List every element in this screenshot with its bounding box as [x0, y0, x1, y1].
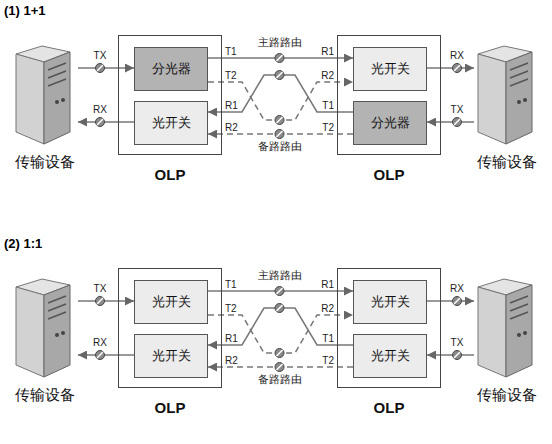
- optical-switch-box: 光开关: [134, 334, 208, 378]
- fiber-connector: [78, 121, 134, 123]
- connector-label: TX: [94, 50, 107, 62]
- unit-label: OLP: [338, 166, 440, 183]
- fiber-connector-symbol: [96, 297, 105, 306]
- port-name: T2: [322, 122, 334, 134]
- box-label: 光开关: [371, 293, 410, 311]
- fiber-connector: [78, 354, 134, 356]
- optical-switch-box: 光开关: [134, 101, 208, 145]
- optical-switch-box: 光开关: [134, 280, 208, 324]
- connector-label: 备路路由: [258, 140, 302, 154]
- splitter-box: 分光器: [134, 47, 208, 91]
- port-name: R1: [225, 333, 238, 345]
- server-icon: [474, 40, 540, 150]
- optical-switch-box: 光开关: [353, 334, 427, 378]
- box-label: 分光器: [152, 60, 191, 78]
- connector-label: TX: [94, 283, 107, 295]
- device-label: 传输设备: [2, 153, 88, 172]
- port-name: T2: [225, 303, 237, 315]
- box-label: 光开关: [371, 347, 410, 365]
- fiber-connector-symbol: [96, 351, 105, 360]
- box-label: 光开关: [152, 114, 191, 132]
- port-name: T1: [225, 279, 237, 291]
- server-icon: [12, 40, 78, 150]
- connector-label: TX: [451, 337, 464, 349]
- device-label: 传输设备: [464, 153, 550, 172]
- port-name: T2: [322, 355, 334, 367]
- box-label: 光开关: [371, 60, 410, 78]
- fiber-connector: [427, 67, 474, 69]
- fiber-connector: [78, 67, 134, 69]
- fiber-connector: [427, 354, 474, 356]
- fiber-connector: [208, 82, 353, 120]
- device-label: 传输设备: [464, 386, 550, 405]
- server-icon: [12, 273, 78, 383]
- port-name: T2: [225, 70, 237, 82]
- fiber-connector-symbol: [453, 64, 462, 73]
- fiber-connector-symbol: [275, 71, 284, 80]
- port-name: T1: [225, 46, 237, 58]
- fiber-connector-symbol: [453, 351, 462, 360]
- fiber-connector: [427, 121, 474, 123]
- port-name: R1: [321, 279, 334, 291]
- fiber-connector-symbol: [275, 349, 284, 358]
- fiber-connector-symbol: [275, 287, 284, 296]
- connector-label: 主路路由: [258, 36, 302, 50]
- connector-label: 主路路由: [258, 269, 302, 283]
- transmission-device: 传输设备: [474, 40, 540, 172]
- connector-label: RX: [450, 50, 464, 62]
- fiber-connector-symbol: [453, 297, 462, 306]
- port-name: T1: [322, 333, 334, 345]
- olp-unit: OLP光开关光开关: [337, 268, 441, 388]
- splitter-box: 分光器: [353, 101, 427, 145]
- port-name: R2: [225, 122, 238, 134]
- fiber-connector: [427, 300, 474, 302]
- box-label: 光开关: [152, 347, 191, 365]
- port-name: R2: [321, 70, 334, 82]
- optical-switch-box: 光开关: [353, 47, 427, 91]
- server-icon: [474, 273, 540, 383]
- fiber-connector-symbol: [275, 116, 284, 125]
- olp-unit: OLP光开关光开关: [118, 268, 222, 388]
- fiber-connector: [208, 315, 353, 353]
- transmission-device: 传输设备: [12, 273, 78, 405]
- olp-unit: OLP光开关分光器: [337, 35, 441, 155]
- device-label: 传输设备: [2, 386, 88, 405]
- unit-label: OLP: [119, 166, 221, 183]
- port-name: R2: [321, 303, 334, 315]
- port-name: R2: [225, 355, 238, 367]
- port-name: T1: [322, 100, 334, 112]
- section-heading: (1) 1+1: [4, 3, 46, 18]
- connector-label: 备路路由: [258, 373, 302, 387]
- fiber-connector: [78, 300, 134, 302]
- port-name: R1: [225, 100, 238, 112]
- fiber-connector-symbol: [275, 54, 284, 63]
- fiber-connector-symbol: [275, 363, 284, 372]
- box-label: 光开关: [152, 293, 191, 311]
- fiber-connector-symbol: [453, 118, 462, 127]
- unit-label: OLP: [338, 399, 440, 416]
- fiber-connector-symbol: [275, 304, 284, 313]
- optical-switch-box: 光开关: [353, 280, 427, 324]
- connector-label: TX: [451, 104, 464, 116]
- olp-unit: OLP分光器光开关: [118, 35, 222, 155]
- section-heading: (2) 1:1: [4, 236, 42, 251]
- transmission-device: 传输设备: [474, 273, 540, 405]
- connector-label: RX: [93, 337, 107, 349]
- box-label: 分光器: [371, 114, 410, 132]
- fiber-connector-symbol: [96, 64, 105, 73]
- connector-label: RX: [450, 283, 464, 295]
- fiber-connector-symbol: [96, 118, 105, 127]
- connector-label: RX: [93, 104, 107, 116]
- unit-label: OLP: [119, 399, 221, 416]
- transmission-device: 传输设备: [12, 40, 78, 172]
- port-name: R1: [321, 46, 334, 58]
- fiber-connector-symbol: [275, 130, 284, 139]
